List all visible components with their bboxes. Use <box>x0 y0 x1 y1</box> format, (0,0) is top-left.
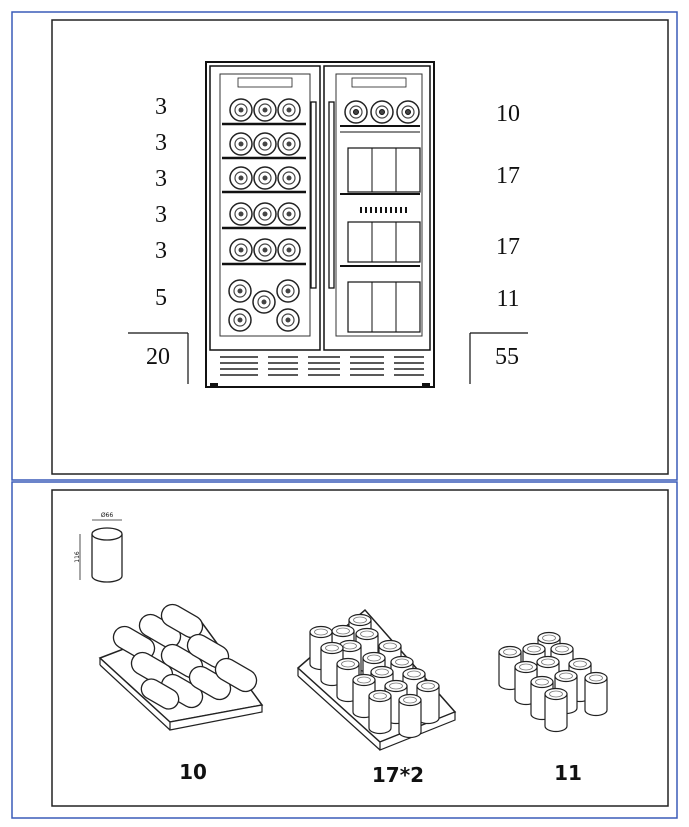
left-door <box>209 65 321 351</box>
can-dimension-icon <box>79 519 123 583</box>
shelf-caption-1: 10 <box>179 760 207 784</box>
shelf-lying-cans <box>98 603 264 731</box>
left-count-6: 5 <box>155 285 167 311</box>
left-glass <box>219 73 311 337</box>
left-zone-shelves <box>222 98 306 332</box>
right-count-4: 11 <box>496 286 519 312</box>
shelf-caption-3: 11 <box>554 761 582 785</box>
left-count-4: 3 <box>155 202 167 228</box>
bottom-section-border <box>11 481 678 819</box>
left-count-3: 3 <box>155 166 167 192</box>
right-count-3: 17 <box>496 234 520 260</box>
right-zone-shelves <box>340 100 421 333</box>
left-total-bracket <box>128 332 189 384</box>
right-total: 55 <box>495 344 519 370</box>
shelf-upright-cans-17 <box>296 608 457 751</box>
can-diameter-label: Ø66 <box>101 512 114 519</box>
right-control-panel <box>351 77 407 88</box>
top-panel <box>51 19 669 475</box>
right-count-2: 17 <box>496 163 520 189</box>
shelf-upright-cans-11 <box>498 631 608 733</box>
left-count-2: 3 <box>155 130 167 156</box>
bottom-panel <box>51 489 669 807</box>
left-count-5: 3 <box>155 238 167 264</box>
left-handle <box>310 101 317 289</box>
right-handle <box>328 101 335 289</box>
can-height-label: 116 <box>74 551 81 563</box>
beverage-fridge-drawing <box>205 61 435 388</box>
right-count-1: 10 <box>496 101 520 127</box>
left-control-panel <box>237 77 293 88</box>
right-total-bracket <box>469 332 528 384</box>
left-total: 20 <box>146 344 170 370</box>
right-zone-counts: 10 17 17 11 <box>496 101 520 312</box>
right-glass <box>335 73 423 337</box>
left-zone-counts: 3 3 3 3 3 5 <box>155 94 167 311</box>
shelf-caption-2: 17*2 <box>372 763 424 787</box>
right-door <box>323 65 431 351</box>
left-count-1: 3 <box>155 94 167 120</box>
base-vent-grille <box>220 356 424 376</box>
top-section-border <box>11 11 678 481</box>
